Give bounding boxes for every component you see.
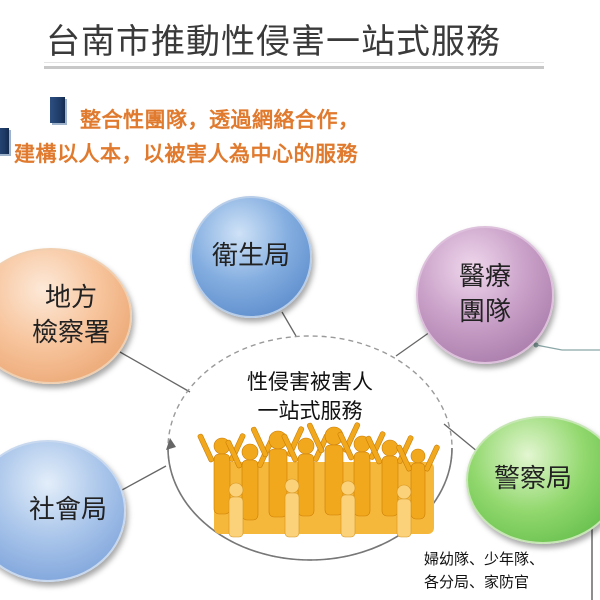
center-label-line-2: 一站式服務 <box>257 399 363 424</box>
callout-line-medical <box>535 344 600 351</box>
node-police-bureau: 警察局 <box>466 416 600 544</box>
node-police-bureau-label: 警察局 <box>493 464 572 495</box>
node-medical-team: 醫療 團隊 <box>416 226 554 364</box>
center-ring-arc <box>167 447 453 561</box>
police-units-annotation: 婦幼隊、少年隊、 各分局、家防官 <box>424 548 544 593</box>
center-label: 性侵害被害人 一站式服務 <box>225 368 395 427</box>
bullet-square-icon <box>0 128 9 154</box>
subtitle-line-1: 整合性團隊，透過網絡合作， <box>80 108 360 132</box>
node-social-bureau: 社會局 <box>0 440 126 582</box>
ring-arrowhead <box>166 438 176 450</box>
title-divider <box>44 66 544 69</box>
connector-medical <box>395 331 431 357</box>
node-prosecutors-office: 地方 檢察署 <box>0 248 132 384</box>
title-divider-thin <box>44 62 544 63</box>
callout-dot <box>533 342 539 348</box>
node-health-bureau: 衛生局 <box>190 196 312 318</box>
node-prosecutors-line-1: 地方 <box>44 282 97 313</box>
node-medical-line-2: 團隊 <box>458 297 511 327</box>
police-units-line-1: 婦幼隊、少年隊、 <box>424 550 545 568</box>
connector-prosecutors <box>119 351 191 393</box>
node-prosecutors-line-2: 檢察署 <box>31 318 110 348</box>
bullet-square-icon <box>50 97 65 123</box>
connector-social <box>121 465 167 491</box>
node-social-bureau-label: 社會局 <box>28 495 107 526</box>
connector-police <box>443 423 479 453</box>
page-title: 台南市推動性侵害一站式服務 <box>46 22 501 62</box>
subtitle-line-2: 建構以人本，以被害人為中心的服務 <box>14 142 358 166</box>
connector-health <box>281 311 297 337</box>
node-medical-team-label: 醫療 團隊 <box>459 260 511 330</box>
center-label-line-1: 性侵害被害人 <box>247 370 373 394</box>
node-prosecutors-office-label: 地方 檢察署 <box>32 281 110 351</box>
node-medical-line-1: 醫療 <box>458 261 511 292</box>
crowd-figures-icon <box>197 422 440 538</box>
police-units-line-2: 各分局、家防官 <box>424 572 530 591</box>
node-health-bureau-label: 衛生局 <box>211 241 290 272</box>
